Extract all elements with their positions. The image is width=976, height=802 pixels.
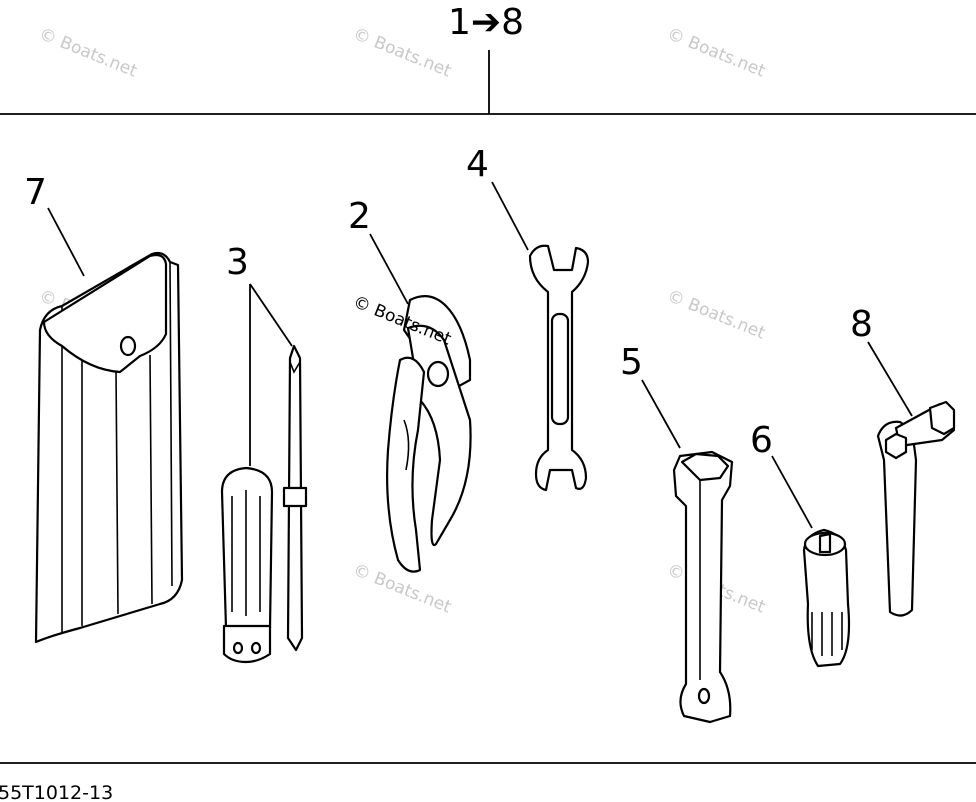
diagram-reference-code: 55T1012-13 <box>0 782 113 802</box>
callout-2: 2 <box>348 196 371 237</box>
leader-line-7 <box>47 207 85 277</box>
watermark: © Boats.net <box>664 286 768 344</box>
callout-7: 7 <box>24 172 47 213</box>
callout-3: 3 <box>226 242 249 283</box>
leader-line-6 <box>771 455 813 529</box>
leader-line-3b <box>249 283 293 347</box>
watermark: © Boats.net <box>36 24 140 82</box>
leader-line-5 <box>641 379 681 449</box>
screwdriver-illustration <box>220 344 308 664</box>
watermark: © Boats.net <box>350 560 454 618</box>
leader-line-8 <box>867 341 913 417</box>
watermark: © Boats.net <box>350 24 454 82</box>
header-range-label: 1➔8 <box>448 2 524 43</box>
plug-socket-wrench-illustration <box>672 450 734 724</box>
watermark: © Boats.net <box>664 24 768 82</box>
open-end-wrench-illustration <box>528 244 590 492</box>
leader-lines <box>47 181 913 529</box>
callout-4: 4 <box>466 144 489 185</box>
callout-5: 5 <box>620 342 643 383</box>
callout-labels: 7 3 2 4 5 6 8 <box>24 144 873 461</box>
leader-line-2 <box>369 233 409 305</box>
small-socket-wrench-illustration <box>802 528 851 668</box>
callout-6: 6 <box>750 420 773 461</box>
pliers-illustration <box>386 295 472 573</box>
leader-line-4 <box>491 181 529 251</box>
tool-pouch-illustration <box>34 251 184 644</box>
callout-8: 8 <box>850 304 873 345</box>
hex-key-wrench-illustration <box>876 400 956 617</box>
